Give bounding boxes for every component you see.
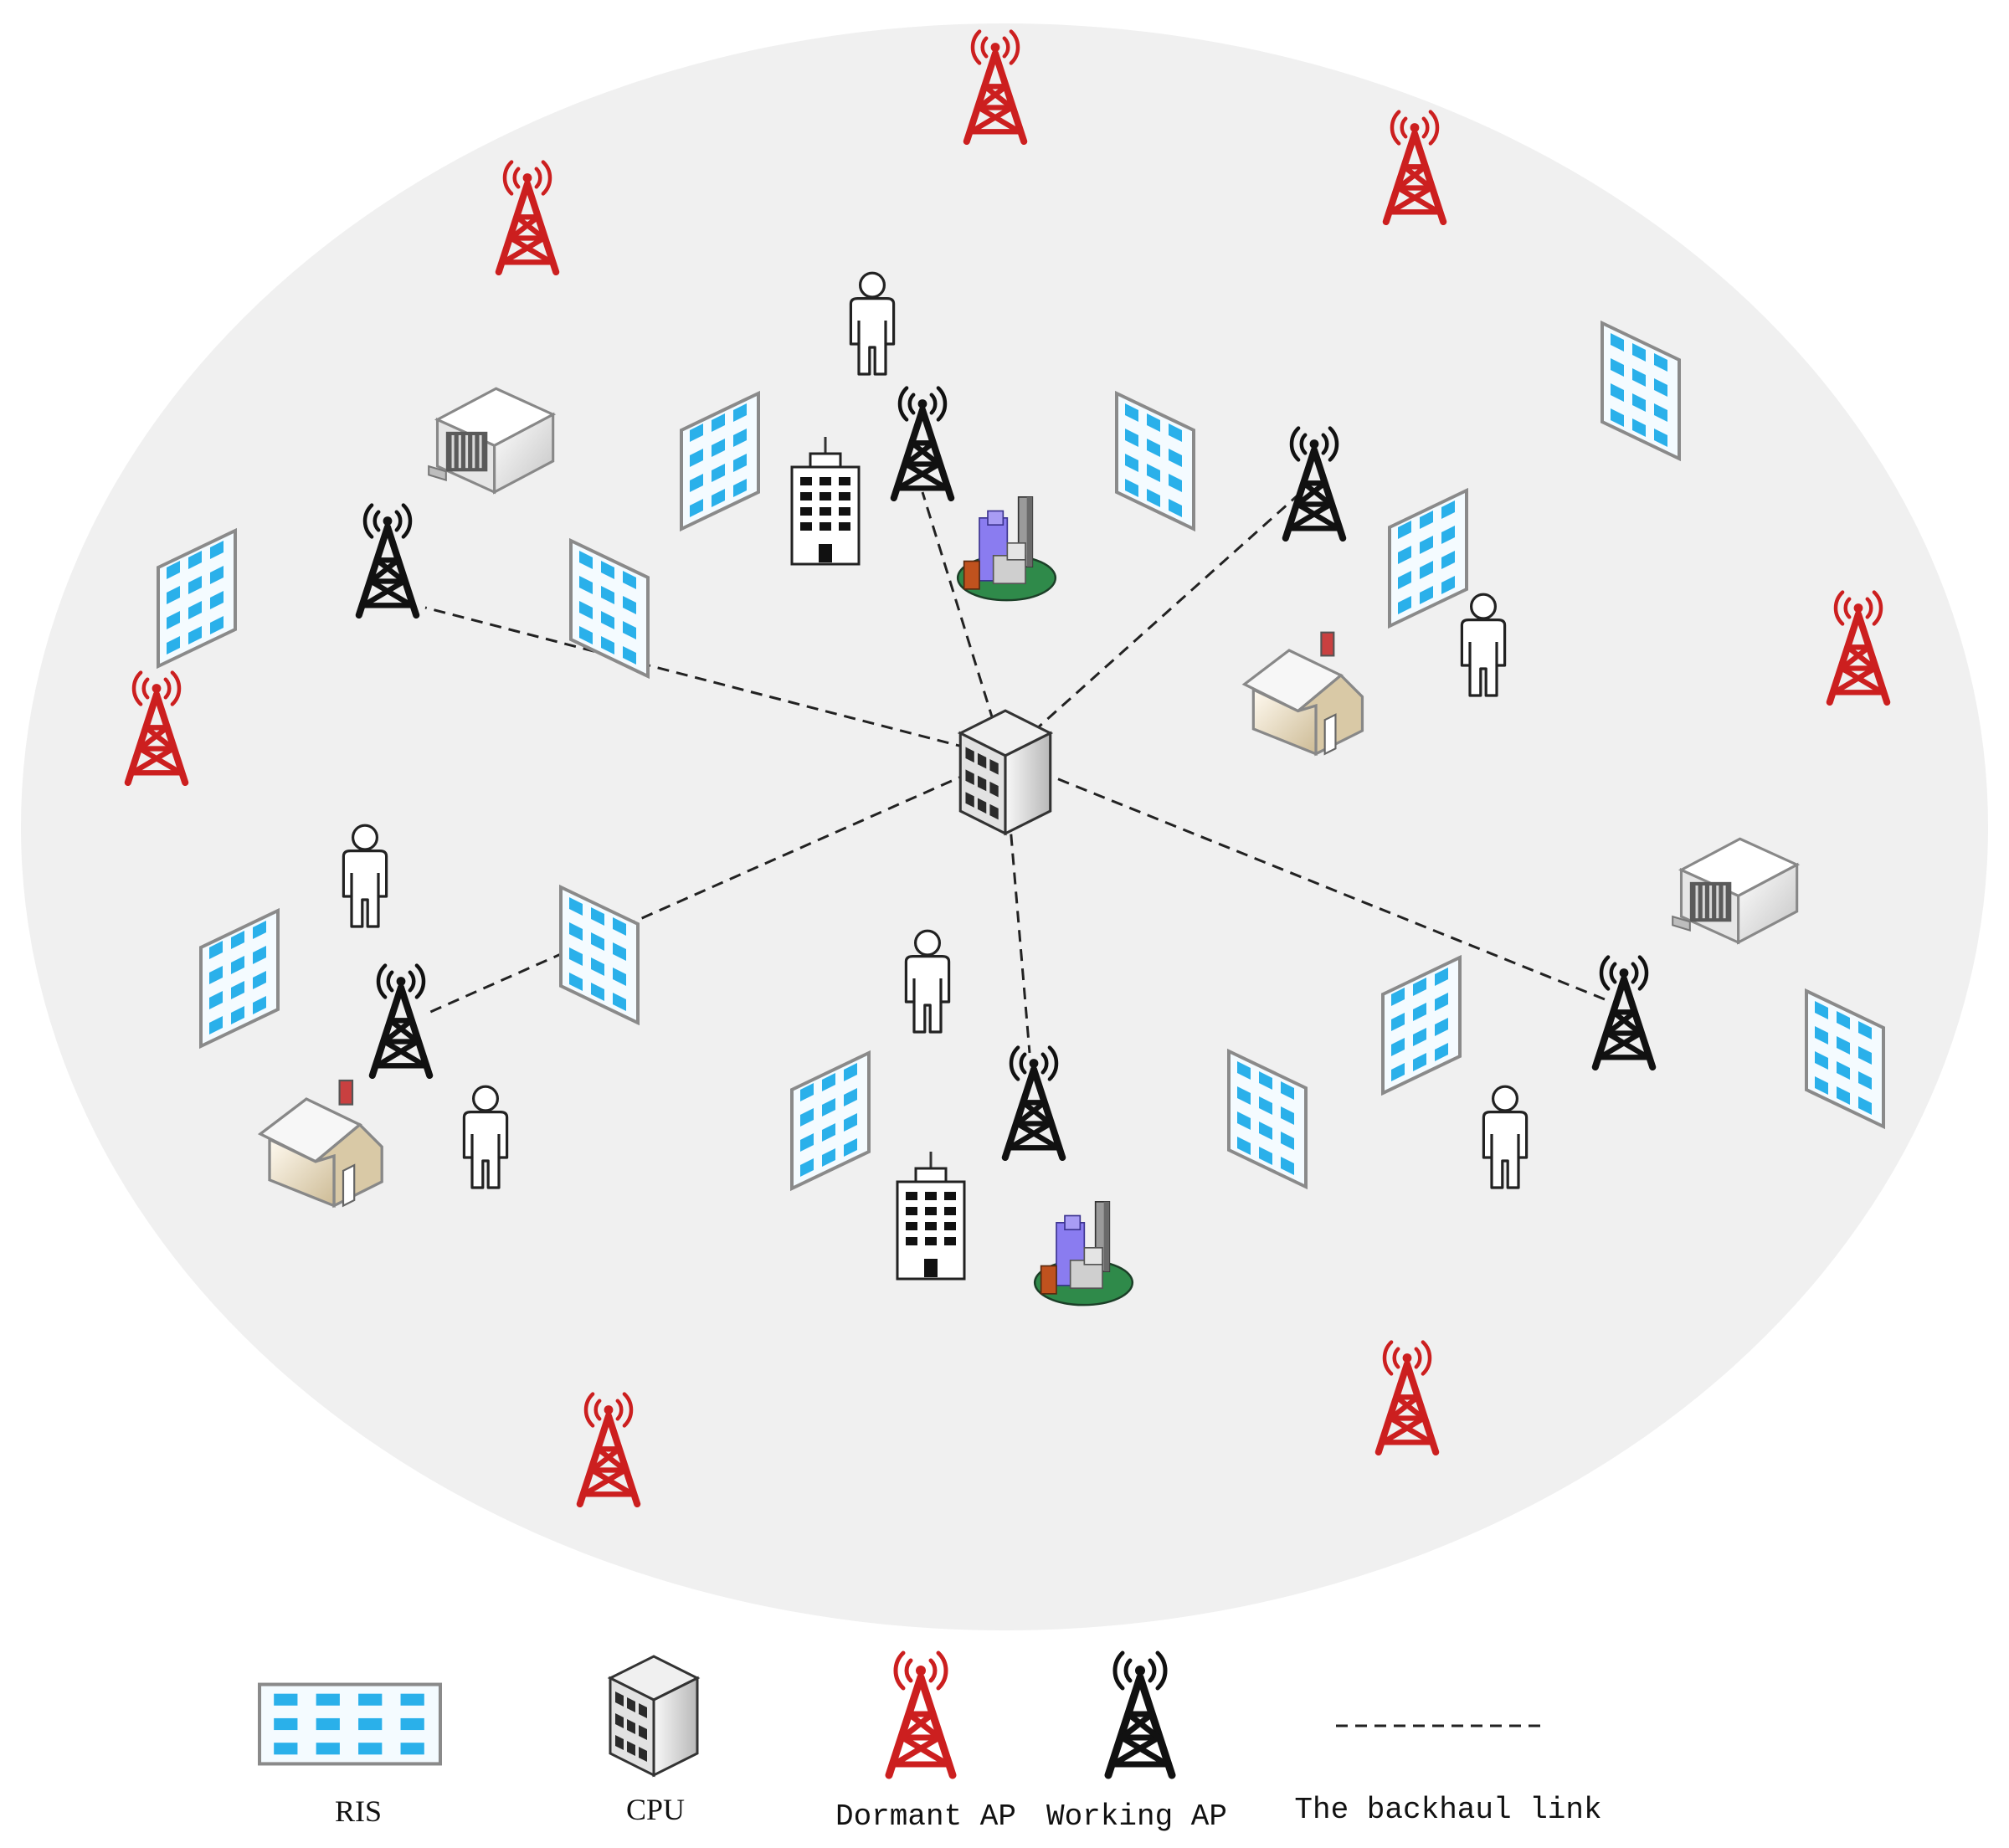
legend-item-ris: RIS [259, 1685, 440, 1828]
cpu-server-icon [609, 1655, 699, 1777]
legend-label-cpu: CPU [626, 1793, 685, 1826]
dormant-ap-tower-icon [889, 1653, 953, 1775]
backhaul-link [1004, 494, 1298, 759]
legend-label-backhaul: The backhaul link [1294, 1793, 1601, 1827]
legend-label-working-ap: Working AP [1046, 1799, 1227, 1834]
legend-label-ris: RIS [335, 1794, 382, 1828]
backhaul-link [428, 756, 1005, 1014]
cpu-server-icon [958, 709, 1052, 835]
legend-label-dormant-ap: Dormant AP [835, 1799, 1016, 1834]
legend-item-working-ap: Working AP [1046, 1653, 1227, 1834]
ris-panel-icon [259, 1685, 440, 1764]
legend-item-dormant-ap: Dormant AP [835, 1653, 1016, 1834]
legend-item-cpu: CPU [609, 1655, 699, 1826]
backhaul-link [1004, 756, 1610, 1003]
legend-item-backhaul: The backhaul link [1294, 1724, 1602, 1827]
working-ap-tower-icon [1108, 1653, 1172, 1775]
backhaul-link [424, 606, 1005, 759]
backhaul-link [921, 491, 1006, 758]
legend: RIS CPU Dormant AP Working AP The backha… [259, 1653, 1602, 1834]
